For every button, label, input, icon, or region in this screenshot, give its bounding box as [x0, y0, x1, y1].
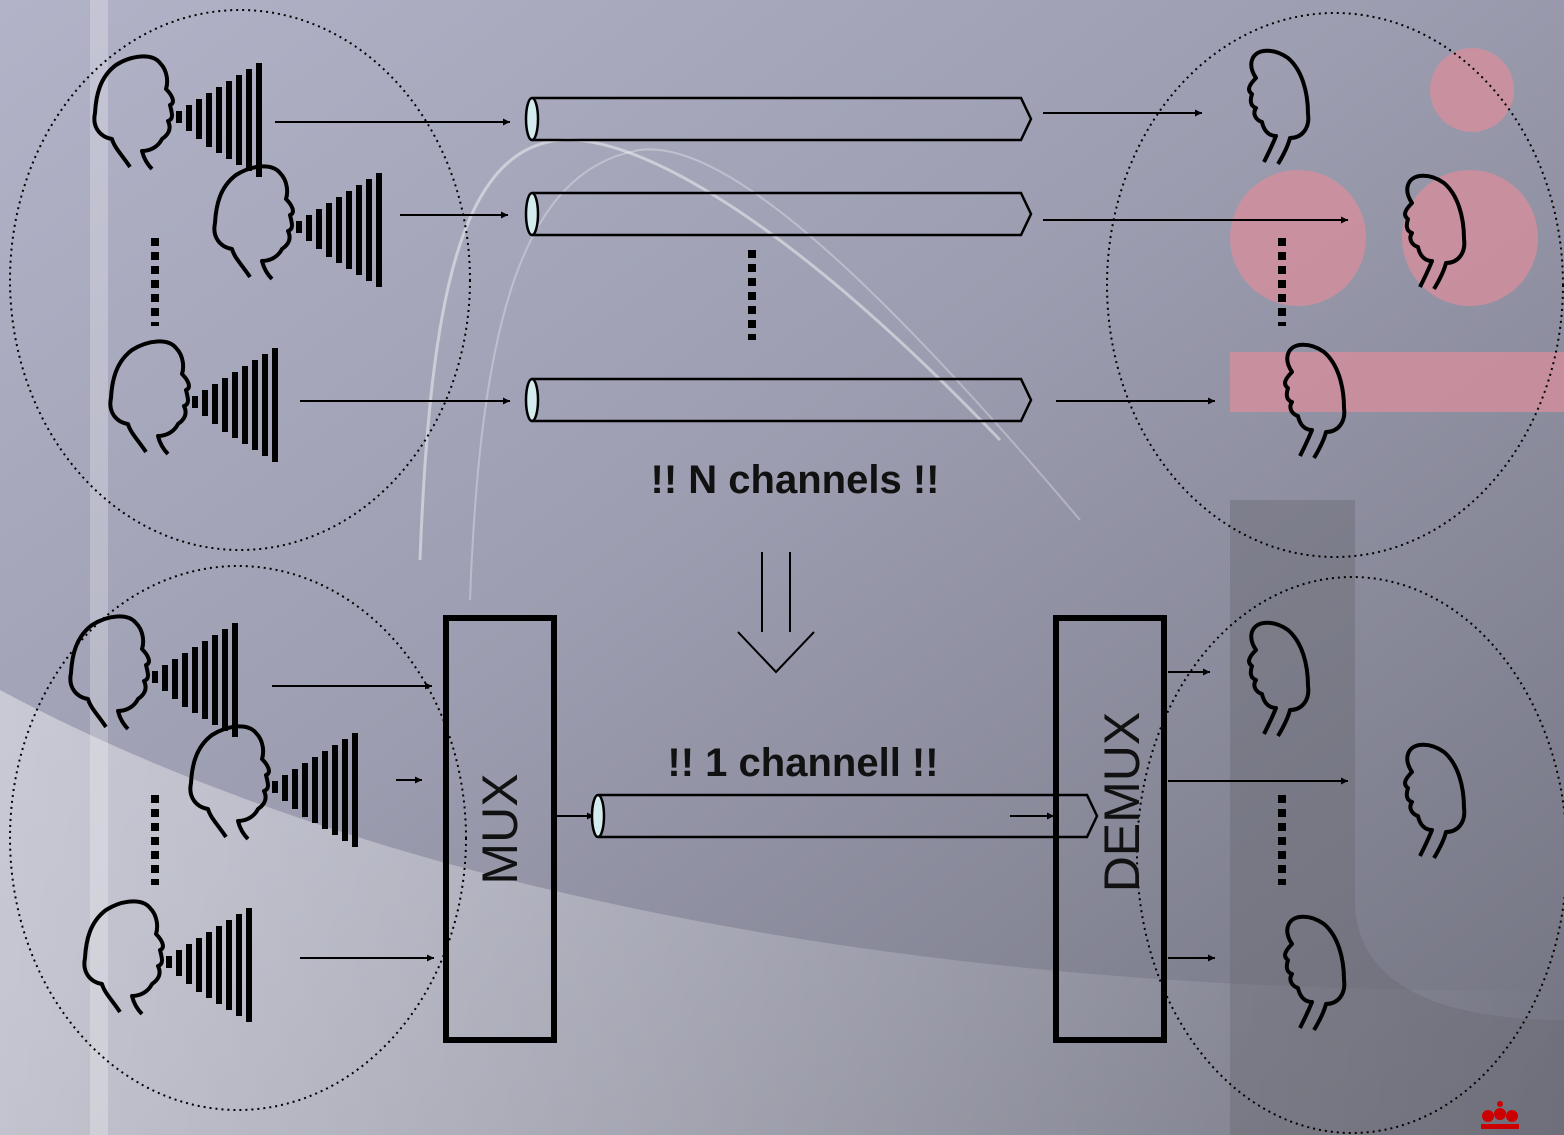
- mux-box: [443, 615, 557, 1043]
- background-curve: [469, 148, 1081, 601]
- demux-box: [1053, 615, 1167, 1043]
- background-streak: [90, 0, 108, 1135]
- background-sweep: [0, 690, 1564, 1135]
- mux-label: MUX: [472, 773, 528, 884]
- bottom-channel-label: !! 1 channell !!: [667, 741, 938, 785]
- demux-label: DEMUX: [1094, 712, 1150, 893]
- receivers-group-top: [1106, 12, 1564, 558]
- top-channel-label: !! N channels !!: [651, 458, 940, 502]
- receivers-group-bottom: [1136, 576, 1564, 1134]
- crown-icon: [1481, 1101, 1519, 1129]
- senders-group-top: [9, 9, 471, 551]
- implies-arrow-icon: [737, 552, 815, 674]
- senders-group-bottom: [9, 565, 467, 1111]
